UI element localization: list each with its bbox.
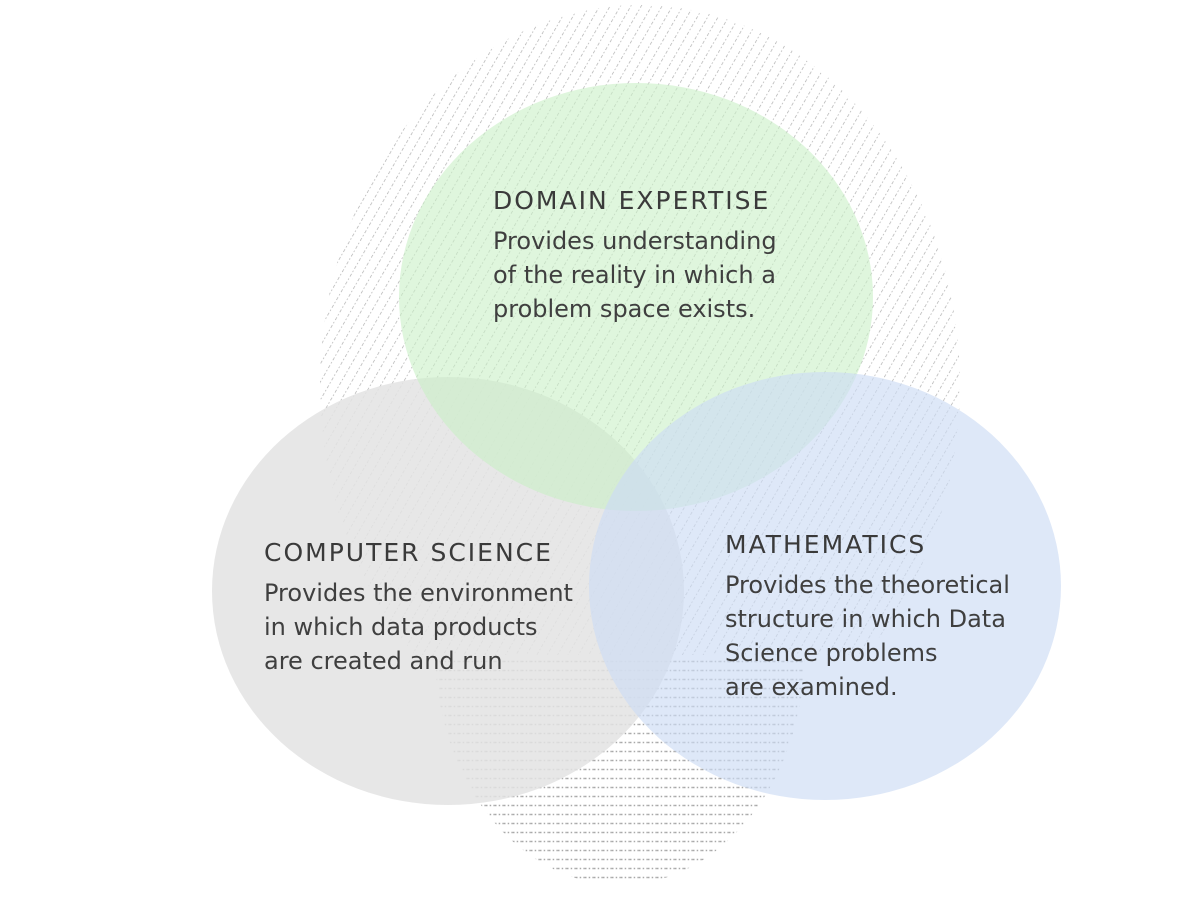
set-label-mathematics: MATHEMATICS Provides the theoretical str…: [725, 530, 1010, 704]
set-description-line: Provides the theoretical: [725, 571, 1010, 599]
set-description-line: structure in which Data: [725, 605, 1006, 633]
set-description: Provides the environment in which data p…: [264, 576, 573, 678]
set-title: DOMAIN EXPERTISE: [493, 186, 771, 215]
set-label-computer-science: COMPUTER SCIENCE Provides the environmen…: [264, 538, 573, 678]
set-description-line: problem space exists.: [493, 295, 756, 323]
set-description: Provides the theoretical structure in wh…: [725, 568, 1010, 704]
set-description-line: Provides the environment: [264, 579, 573, 607]
set-circle-mathematics: [589, 372, 1061, 800]
set-title: MATHEMATICS: [725, 530, 927, 559]
set-description-line: are created and run: [264, 647, 503, 675]
set-description-line: Provides understanding: [493, 227, 777, 255]
set-description-line: Science problems: [725, 639, 938, 667]
set-label-domain-expertise: DOMAIN EXPERTISE Provides understanding …: [493, 186, 777, 326]
set-description: Provides understanding of the reality in…: [493, 224, 777, 326]
set-description-line: in which data products: [264, 613, 538, 641]
set-description-line: are examined.: [725, 673, 898, 701]
set-description-line: of the reality in which a: [493, 261, 776, 289]
set-title: COMPUTER SCIENCE: [264, 538, 553, 567]
